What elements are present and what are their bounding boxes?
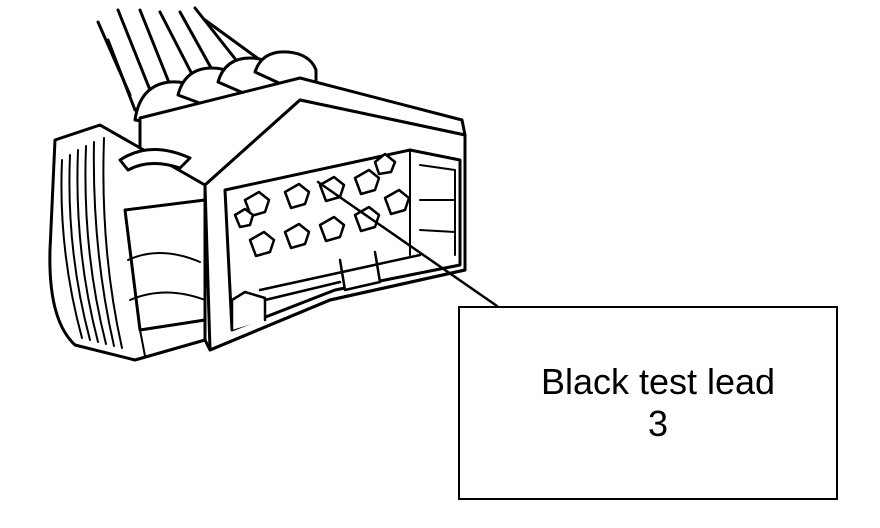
callout-label: Black test lead <box>540 361 776 402</box>
callout-box: Black test lead 3 <box>458 306 838 500</box>
rear-cavity <box>123 198 207 332</box>
terminal-pins <box>233 152 411 258</box>
latch-slot <box>118 148 192 172</box>
callout-pin-number: 3 <box>647 403 669 444</box>
wire-bundle <box>96 6 262 112</box>
housing-ribs <box>60 137 123 349</box>
locking-rail <box>230 250 422 332</box>
callout-leader-line <box>316 180 499 308</box>
